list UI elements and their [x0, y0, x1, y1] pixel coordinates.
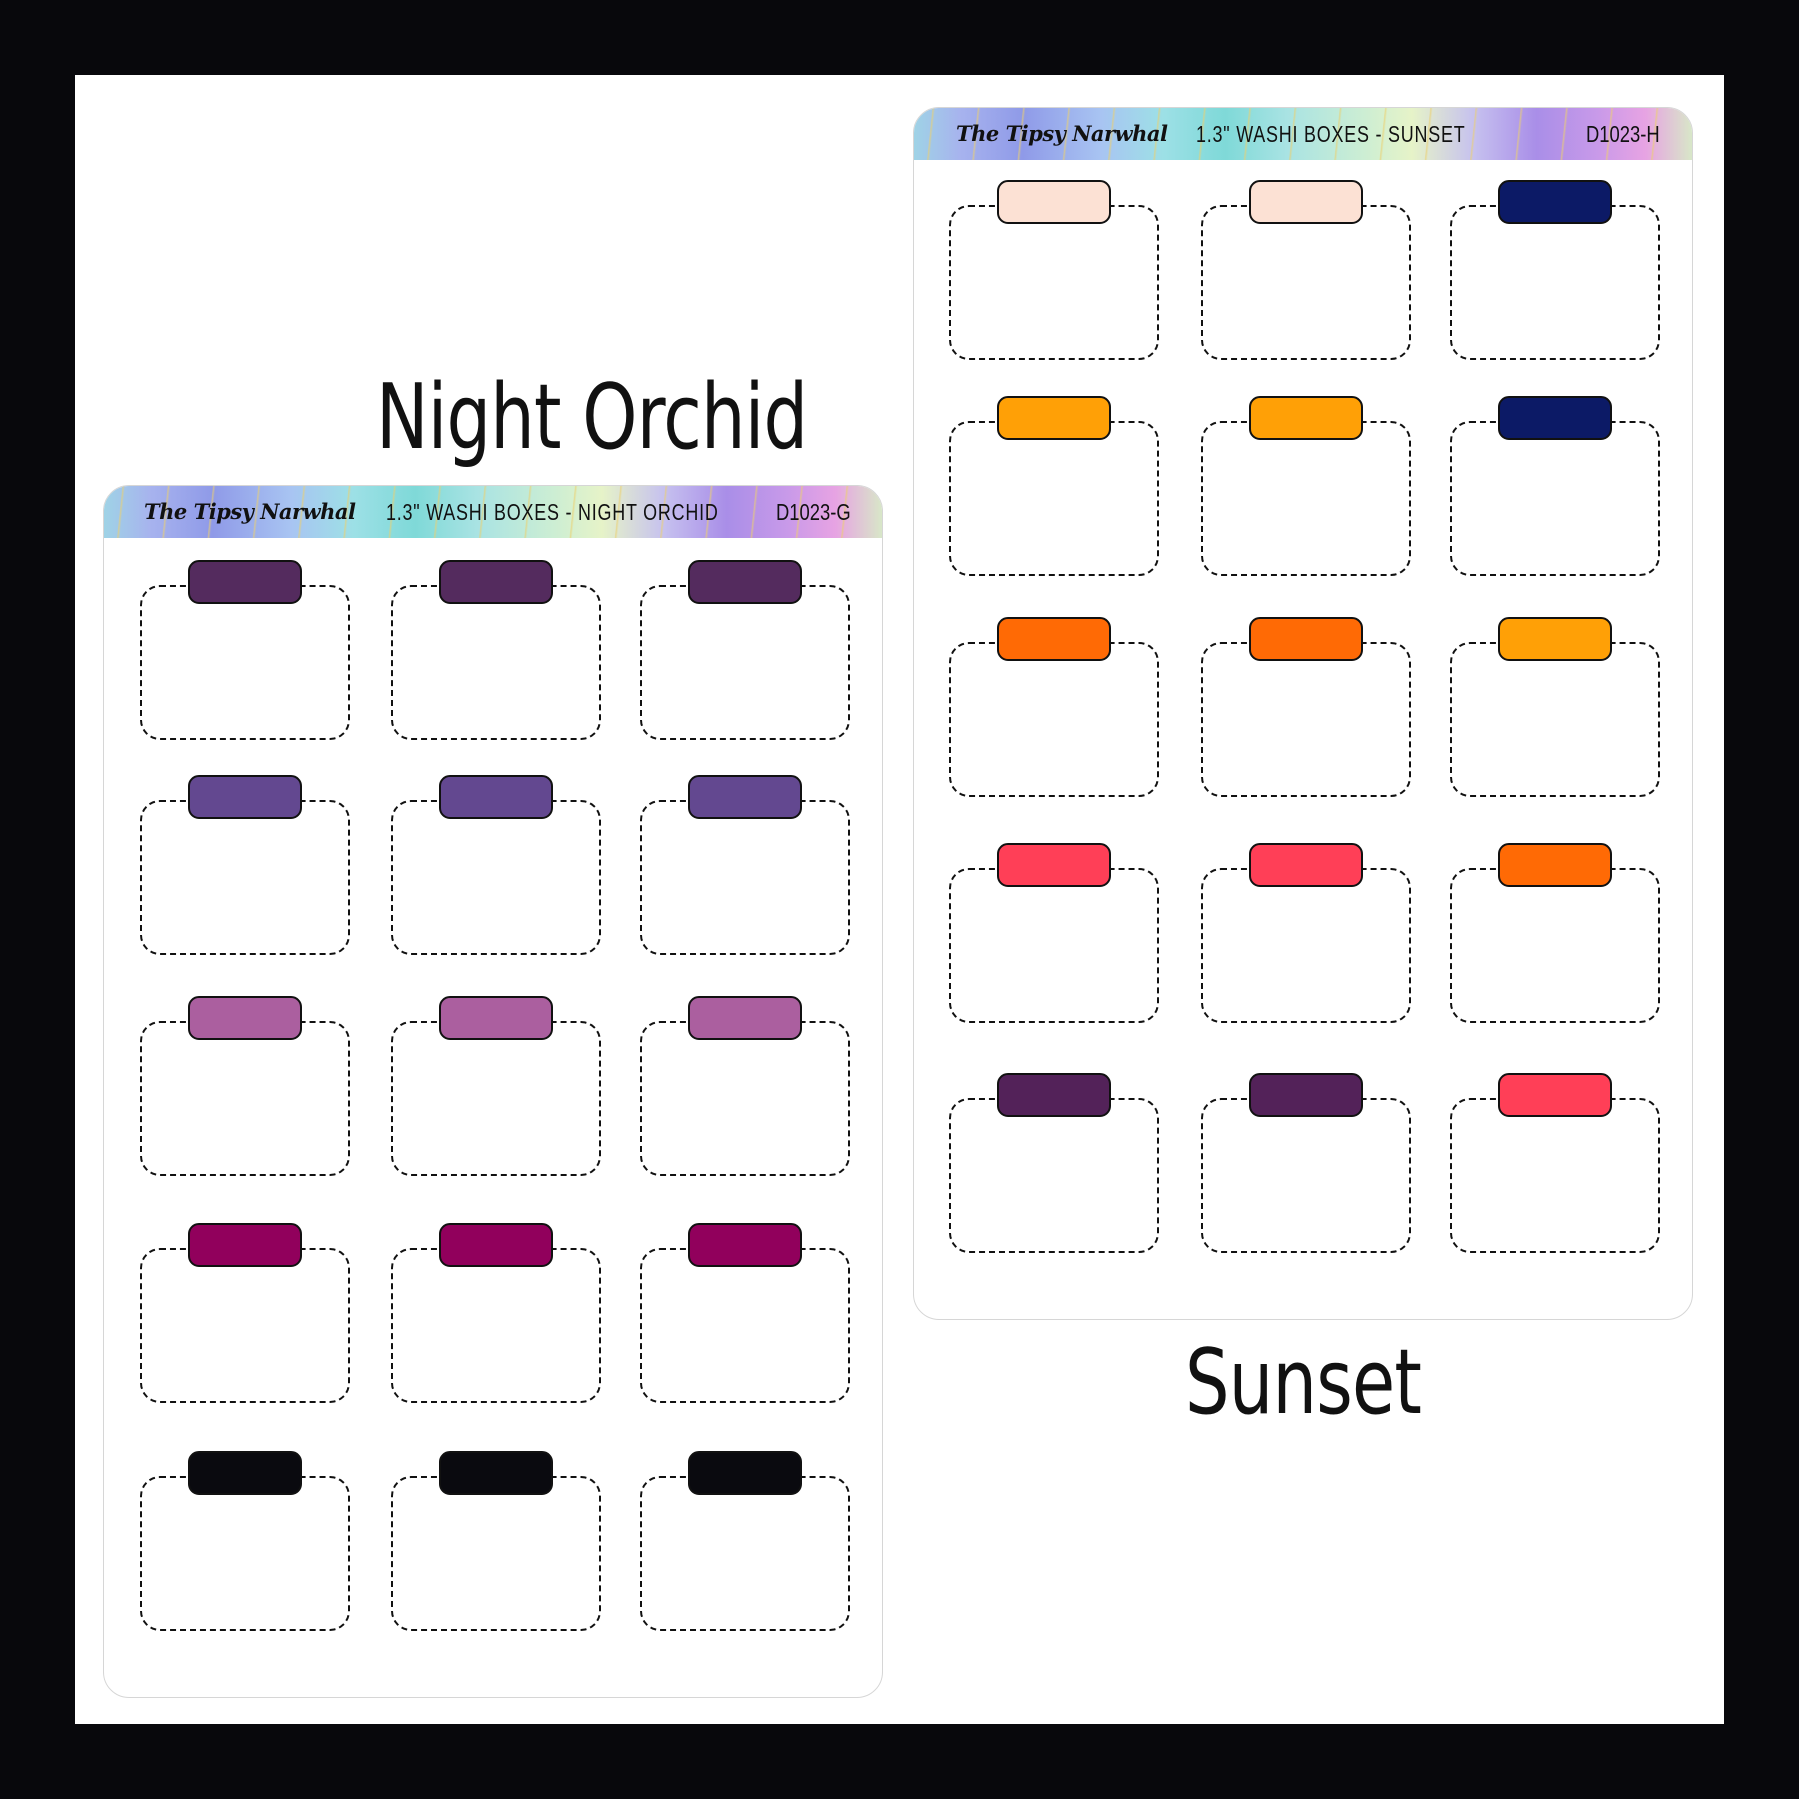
washi-tab — [1249, 396, 1363, 440]
washi-tab — [997, 396, 1111, 440]
washi-box — [640, 1476, 850, 1631]
washi-tab — [1498, 1073, 1612, 1117]
washi-tab — [439, 560, 553, 604]
washi-box — [391, 585, 601, 740]
washi-tab — [688, 775, 802, 819]
washi-box — [949, 1098, 1159, 1253]
washi-tab — [1498, 843, 1612, 887]
washi-tab — [439, 996, 553, 1040]
washi-box — [1450, 868, 1660, 1023]
product-code: D1023-G — [776, 499, 851, 525]
washi-tab — [1249, 843, 1363, 887]
washi-box — [1201, 642, 1411, 797]
washi-box — [949, 205, 1159, 360]
washi-tab — [1498, 396, 1612, 440]
product-canvas: Night Orchid The Tipsy Narwhal 1.3" WASH… — [75, 75, 1724, 1724]
washi-box — [1450, 421, 1660, 576]
washi-box — [1201, 868, 1411, 1023]
washi-box — [1201, 421, 1411, 576]
washi-box — [1450, 642, 1660, 797]
washi-tab — [188, 1223, 302, 1267]
washi-box — [949, 421, 1159, 576]
washi-box — [391, 1476, 601, 1631]
washi-box — [140, 1476, 350, 1631]
washi-tab — [1249, 1073, 1363, 1117]
washi-box — [140, 1021, 350, 1176]
washi-box — [391, 800, 601, 955]
night-orchid-title: Night Orchid — [376, 365, 808, 470]
washi-tab — [997, 1073, 1111, 1117]
product-label: 1.3" WASHI BOXES - SUNSET — [1196, 121, 1466, 147]
sheet-header: The Tipsy Narwhal 1.3" WASHI BOXES - NIG… — [104, 486, 882, 538]
sticker-sheet-night-orchid: The Tipsy Narwhal 1.3" WASHI BOXES - NIG… — [103, 485, 883, 1698]
brand-label: The Tipsy Narwhal — [144, 499, 356, 524]
washi-tab — [188, 775, 302, 819]
washi-tab — [188, 560, 302, 604]
washi-box — [1450, 205, 1660, 360]
washi-tab — [688, 1451, 802, 1495]
sunset-title: Sunset — [1185, 1330, 1422, 1435]
washi-tab — [997, 180, 1111, 224]
washi-box — [640, 1021, 850, 1176]
washi-tab — [1249, 617, 1363, 661]
washi-box — [949, 868, 1159, 1023]
washi-tab — [997, 843, 1111, 887]
washi-box — [391, 1021, 601, 1176]
washi-tab — [439, 1223, 553, 1267]
product-code: D1023-H — [1586, 121, 1660, 147]
washi-box — [949, 642, 1159, 797]
brand-label: The Tipsy Narwhal — [956, 121, 1168, 146]
washi-tab — [688, 560, 802, 604]
washi-tab — [1498, 180, 1612, 224]
washi-box — [1201, 205, 1411, 360]
washi-tab — [439, 775, 553, 819]
washi-tab — [997, 617, 1111, 661]
washi-box — [140, 800, 350, 955]
washi-tab — [688, 1223, 802, 1267]
washi-tab — [188, 996, 302, 1040]
washi-tab — [1498, 617, 1612, 661]
washi-box — [1201, 1098, 1411, 1253]
washi-tab — [439, 1451, 553, 1495]
washi-box — [140, 1248, 350, 1403]
washi-box — [640, 585, 850, 740]
washi-box — [140, 585, 350, 740]
washi-box — [391, 1248, 601, 1403]
washi-tab — [1249, 180, 1363, 224]
sheet-header: The Tipsy Narwhal 1.3" WASHI BOXES - SUN… — [914, 108, 1692, 160]
washi-tab — [688, 996, 802, 1040]
washi-box — [640, 1248, 850, 1403]
washi-tab — [188, 1451, 302, 1495]
washi-box — [1450, 1098, 1660, 1253]
product-label: 1.3" WASHI BOXES - NIGHT ORCHID — [386, 499, 719, 525]
sticker-sheet-sunset: The Tipsy Narwhal 1.3" WASHI BOXES - SUN… — [913, 107, 1693, 1320]
washi-box — [640, 800, 850, 955]
